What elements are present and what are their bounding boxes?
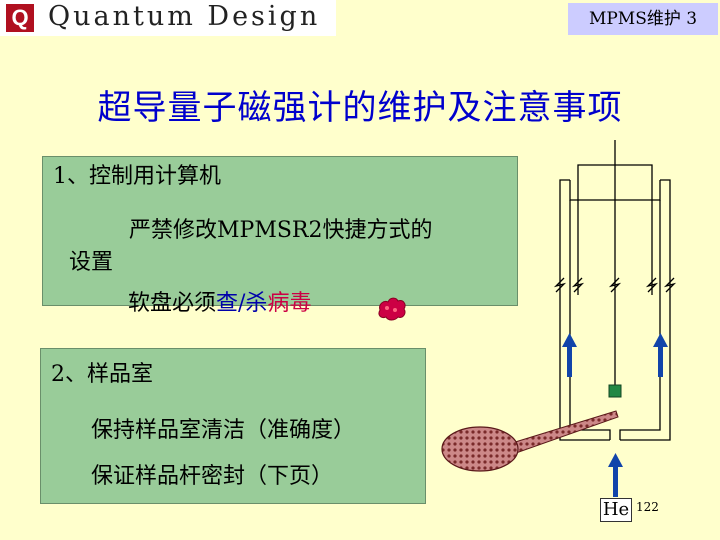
- section1-line3-prefix: 软盘必须: [128, 291, 217, 316]
- section2-line1: 保持样品室清洁（准确度）: [91, 418, 356, 443]
- sample-rod-icon: [441, 410, 619, 472]
- chamber-diagram: [553, 140, 677, 497]
- section1-line3-check: 查/杀: [216, 291, 268, 316]
- section-computer-box: 1、控制用计算机 严禁修改MPMSR2快捷方式的 设置: [42, 156, 518, 306]
- slide-title: 超导量子磁强计的维护及注意事项: [97, 88, 623, 128]
- section1-line1: 严禁修改MPMSR2快捷方式的: [129, 218, 433, 243]
- logo-q-icon: Q: [6, 4, 34, 32]
- section2-heading: 2、样品室: [51, 362, 153, 387]
- company-logo: Q Quantum Design: [0, 0, 336, 36]
- section1-line2: 设置: [69, 250, 114, 275]
- section-sample-chamber-box: 2、样品室 保持样品室清洁（准确度） 保证样品杆密封（下页）: [40, 348, 426, 504]
- virus-icon: [378, 297, 406, 321]
- slide-tag: MPMS维护 3: [568, 3, 718, 35]
- page-number: 122: [636, 500, 659, 514]
- section2-line2: 保证样品杆密封（下页）: [91, 464, 334, 489]
- section1-heading: 1、控制用计算机: [53, 164, 221, 189]
- logo-text: Quantum Design: [48, 1, 321, 32]
- section1-line3-virus: 病毒: [267, 291, 312, 316]
- helium-label: He: [600, 498, 632, 522]
- section1-line3: 软盘必须查/杀病毒: [128, 290, 311, 318]
